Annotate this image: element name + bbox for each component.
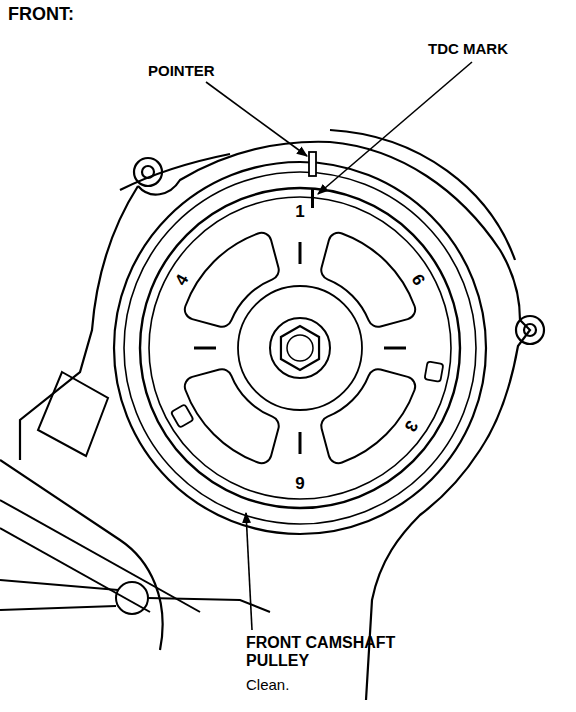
spoke-mark — [194, 347, 216, 350]
cylinder-number: 1 — [295, 202, 304, 222]
belt-cover — [0, 130, 544, 700]
pulley-ring — [124, 172, 476, 524]
spoke-mark — [299, 242, 302, 264]
pulley-window — [185, 233, 279, 327]
pointer — [309, 152, 316, 176]
spoke-mark — [384, 347, 406, 350]
part-name: TDC MARK — [428, 40, 508, 57]
pulley-ring — [287, 335, 313, 361]
pulley-ring — [238, 286, 362, 410]
note: Clean. — [246, 676, 289, 693]
pulley-window — [185, 369, 279, 463]
tdc-mark — [311, 188, 314, 208]
pulley-ring — [114, 162, 486, 534]
spoke-mark — [299, 432, 302, 454]
part-name: FRONT CAMSHAFT PULLEY — [246, 634, 436, 671]
part-name: POINTER — [148, 62, 215, 79]
camshaft-pulley — [114, 152, 486, 534]
pulley-notch — [424, 361, 443, 382]
pulley-ring — [149, 197, 451, 499]
pulley-ring — [270, 318, 330, 378]
cylinder-number: 9 — [295, 474, 304, 494]
pulley-window — [321, 233, 415, 327]
leader-lines — [206, 62, 472, 630]
pulley-notch — [171, 404, 194, 428]
view-title: FRONT: — [8, 4, 74, 25]
pulley-window — [321, 369, 415, 463]
center-nut — [281, 326, 319, 370]
pulley-ring — [140, 188, 460, 508]
